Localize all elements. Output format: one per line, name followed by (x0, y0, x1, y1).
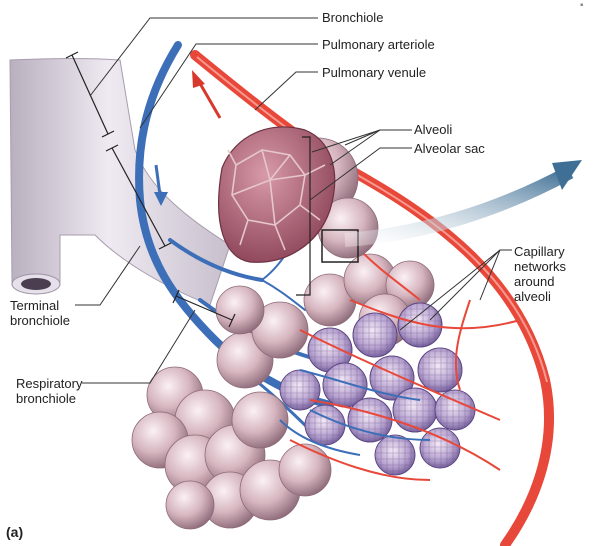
label-bronchiole: Bronchiole (322, 10, 383, 25)
label-terminal-bronchiole: Terminal bronchiole (10, 298, 80, 328)
label-pulmonary-arteriole: Pulmonary arteriole (322, 37, 435, 52)
panel-label: (a) (6, 524, 23, 540)
gas-exchange-arrow (345, 160, 582, 240)
label-capillary-networks: Capillary networks around alveoli (514, 244, 592, 304)
label-alveolar-sac: Alveolar sac (414, 141, 485, 156)
label-respiratory-bronchiole: Respiratory bronchiole (16, 376, 96, 406)
bronchiole-tube (10, 59, 230, 306)
label-pulmonary-venule: Pulmonary venule (322, 65, 426, 80)
svg-text:▪: ▪ (580, 0, 584, 11)
label-alveoli: Alveoli (414, 122, 452, 137)
